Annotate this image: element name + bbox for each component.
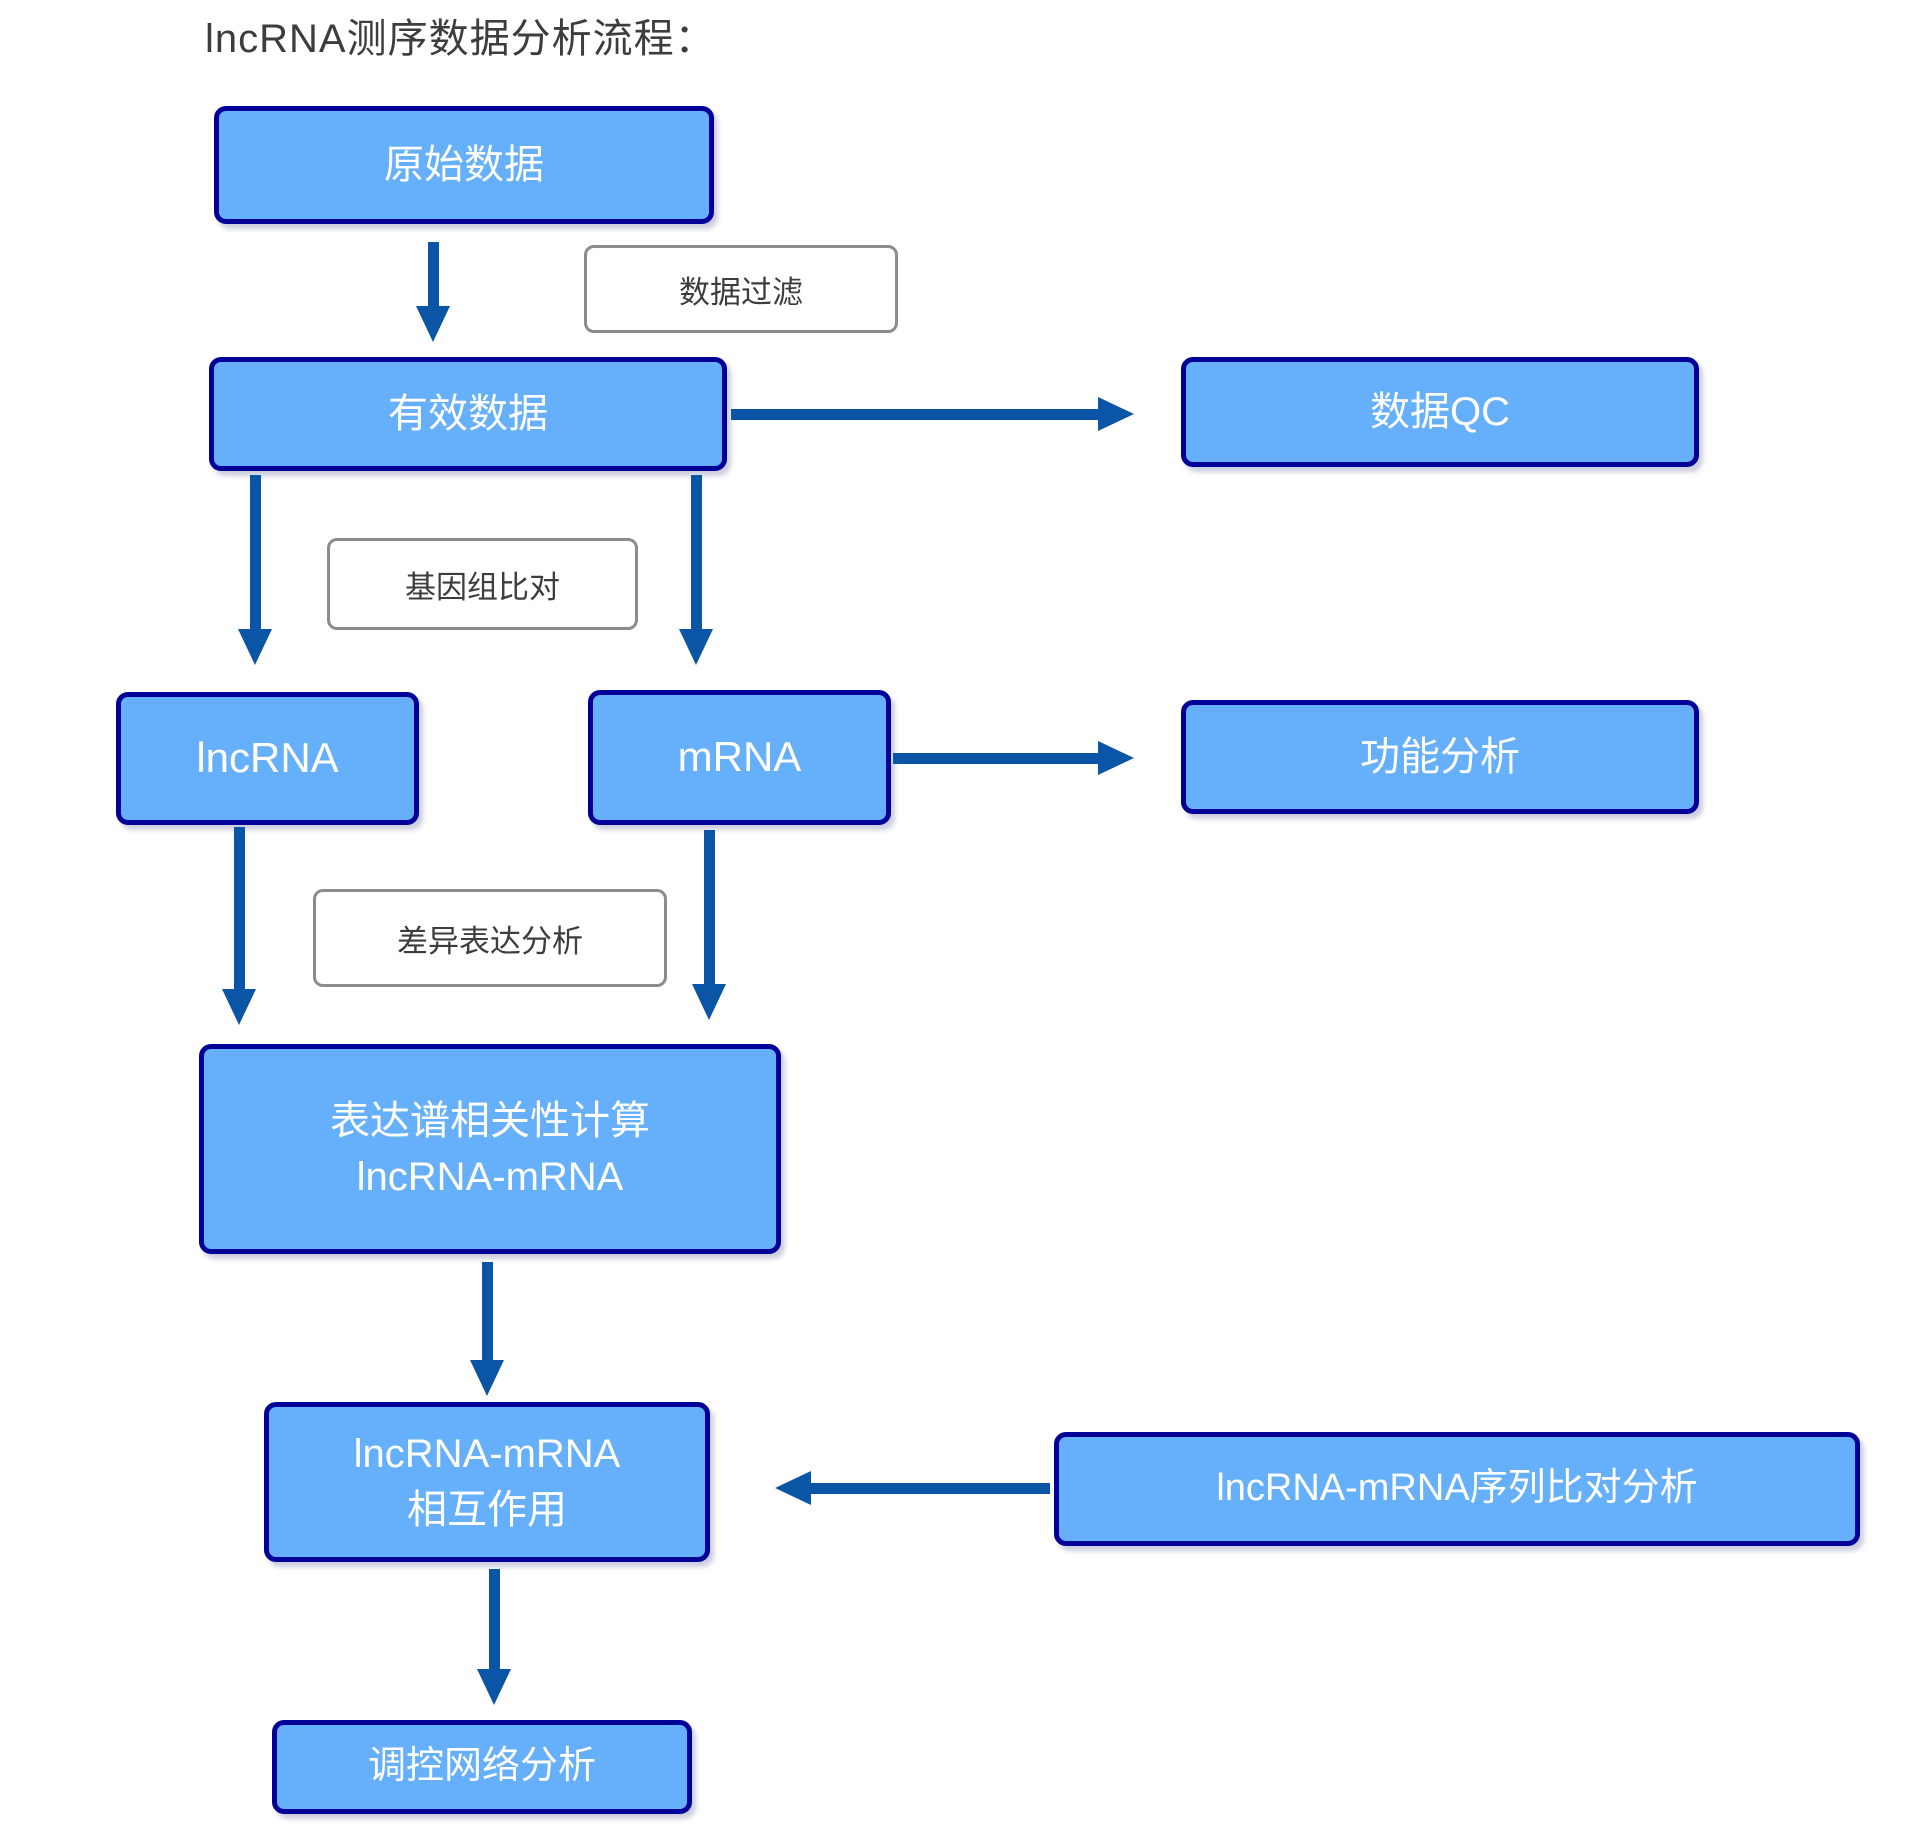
arrow-mrna-to-function-head — [1098, 741, 1134, 775]
arrow-lncrna-to-correlation-head — [222, 989, 256, 1025]
diagram-title: lncRNA测序数据分析流程： — [205, 17, 716, 61]
node-mrna: mRNA — [588, 690, 891, 825]
arrow-mrna-to-correlation-shaft — [704, 830, 715, 986]
node-valid-data: 有效数据 — [209, 357, 727, 471]
arrow-valid-to-lncrna-shaft — [250, 475, 261, 631]
arrow-valid-to-qc-head — [1098, 397, 1134, 431]
node-lncrna-mrna-interaction: lncRNA-mRNA 相互作用 — [264, 1402, 710, 1562]
edge-label-data-filtering: 数据过滤 — [584, 245, 898, 333]
edge-label-genome-alignment: 基因组比对 — [327, 538, 638, 630]
arrow-lncrna-to-correlation-shaft — [234, 827, 245, 991]
arrow-correlation-to-interaction-head — [470, 1360, 504, 1396]
arrow-raw-to-valid-shaft — [428, 242, 439, 308]
node-lncrna: lncRNA — [116, 692, 419, 825]
arrow-valid-to-mrna-shaft — [691, 475, 702, 631]
node-regulatory-network-analysis: 调控网络分析 — [272, 1720, 692, 1814]
arrow-valid-to-lncrna-head — [238, 629, 272, 665]
arrow-raw-to-valid-head — [416, 306, 450, 342]
arrow-seqalign-to-interaction-head — [775, 1471, 811, 1505]
node-data-qc: 数据QC — [1181, 357, 1699, 467]
edge-label-differential-expression: 差异表达分析 — [313, 889, 667, 987]
arrow-mrna-to-function-shaft — [893, 753, 1100, 764]
arrow-seqalign-to-interaction-shaft — [809, 1483, 1050, 1494]
node-function-analysis: 功能分析 — [1181, 700, 1699, 814]
node-sequence-alignment-analysis: lncRNA-mRNA序列比对分析 — [1054, 1432, 1860, 1546]
arrow-mrna-to-correlation-head — [692, 984, 726, 1020]
node-raw-data: 原始数据 — [214, 106, 714, 224]
node-expression-correlation: 表达谱相关性计算 lncRNA-mRNA — [199, 1044, 781, 1254]
arrow-valid-to-mrna-head — [679, 629, 713, 665]
arrow-valid-to-qc-shaft — [731, 409, 1100, 420]
arrow-correlation-to-interaction-shaft — [482, 1262, 493, 1362]
arrow-interaction-to-network-head — [477, 1669, 511, 1705]
arrow-interaction-to-network-shaft — [489, 1569, 500, 1671]
